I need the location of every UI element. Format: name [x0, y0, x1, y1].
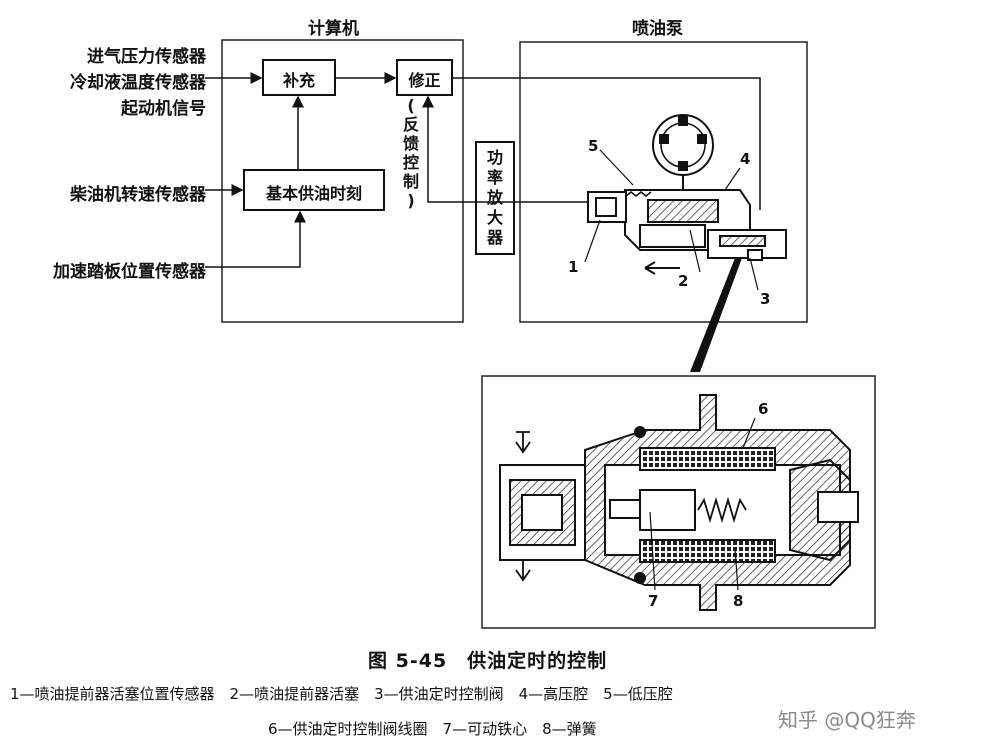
- computer-frame: [221, 39, 464, 323]
- feedback-label: ( 反 馈 控 制 ): [401, 96, 421, 210]
- amplifier-label: 功 率 放 大 器: [485, 148, 505, 248]
- feedback-char: (: [407, 96, 415, 115]
- amplifier-char: 器: [486, 228, 503, 247]
- basic-timing-label: 基本供油时刻: [265, 184, 362, 203]
- supplement-label: 补充: [282, 71, 315, 90]
- correction-label: 修正: [408, 71, 441, 90]
- amplifier-char: 功: [486, 148, 503, 167]
- pump-title: 喷油泵: [632, 19, 683, 39]
- feedback-char: 反: [402, 115, 419, 134]
- input-intake-pressure: 进气压力传感器: [87, 47, 206, 67]
- feedback-char: 馈: [402, 134, 419, 153]
- part-number-6: 6: [758, 400, 769, 418]
- input-coolant-temp: 冷却液温度传感器: [70, 73, 206, 93]
- flow-arrows: [515, 431, 531, 582]
- part-number-3: 3: [760, 290, 771, 308]
- watermark: 知乎 @QQ狂奔: [778, 708, 916, 732]
- amplifier-char: 放: [486, 188, 503, 207]
- detail-frame: [481, 375, 876, 629]
- part-number-4: 4: [740, 150, 751, 168]
- part-number-7: 7: [648, 592, 659, 610]
- zoom-pointer: [690, 258, 742, 372]
- part-number-8: 8: [733, 592, 744, 610]
- legend-line-2: 6—供油定时控制阀线圈 7—可动铁心 8—弹簧: [268, 720, 597, 738]
- figure-caption: 图 5-45 供油定时的控制: [368, 650, 608, 672]
- computer-title: 计算机: [308, 19, 359, 39]
- coil-upper: [639, 447, 776, 471]
- valve-detail: [499, 394, 859, 611]
- input-engine-speed: 柴油机转速传感器: [70, 185, 206, 205]
- input-pedal-position: 加速踏板位置传感器: [53, 262, 206, 282]
- amplifier-char: 大: [486, 208, 503, 227]
- legend-line-1: 1—喷油提前器活塞位置传感器 2—喷油提前器活塞 3—供油定时控制阀 4—高压腔…: [10, 685, 673, 703]
- part-number-5: 5: [588, 137, 599, 155]
- pump-frame: [519, 41, 808, 323]
- input-starter-signal: 起动机信号: [121, 99, 206, 119]
- part-number-2: 2: [678, 272, 689, 290]
- basic-timing-block: [243, 169, 385, 211]
- part-number-1: 1: [568, 258, 579, 276]
- feedback-char: 制: [402, 172, 419, 191]
- signal-lines: [205, 72, 761, 268]
- feedback-char: 控: [402, 153, 419, 172]
- amplifier-char: 率: [486, 168, 503, 187]
- feedback-char: ): [407, 191, 415, 210]
- pump-mechanism: [587, 114, 787, 275]
- coil-lower: [639, 539, 776, 563]
- amplifier-block: [475, 141, 515, 255]
